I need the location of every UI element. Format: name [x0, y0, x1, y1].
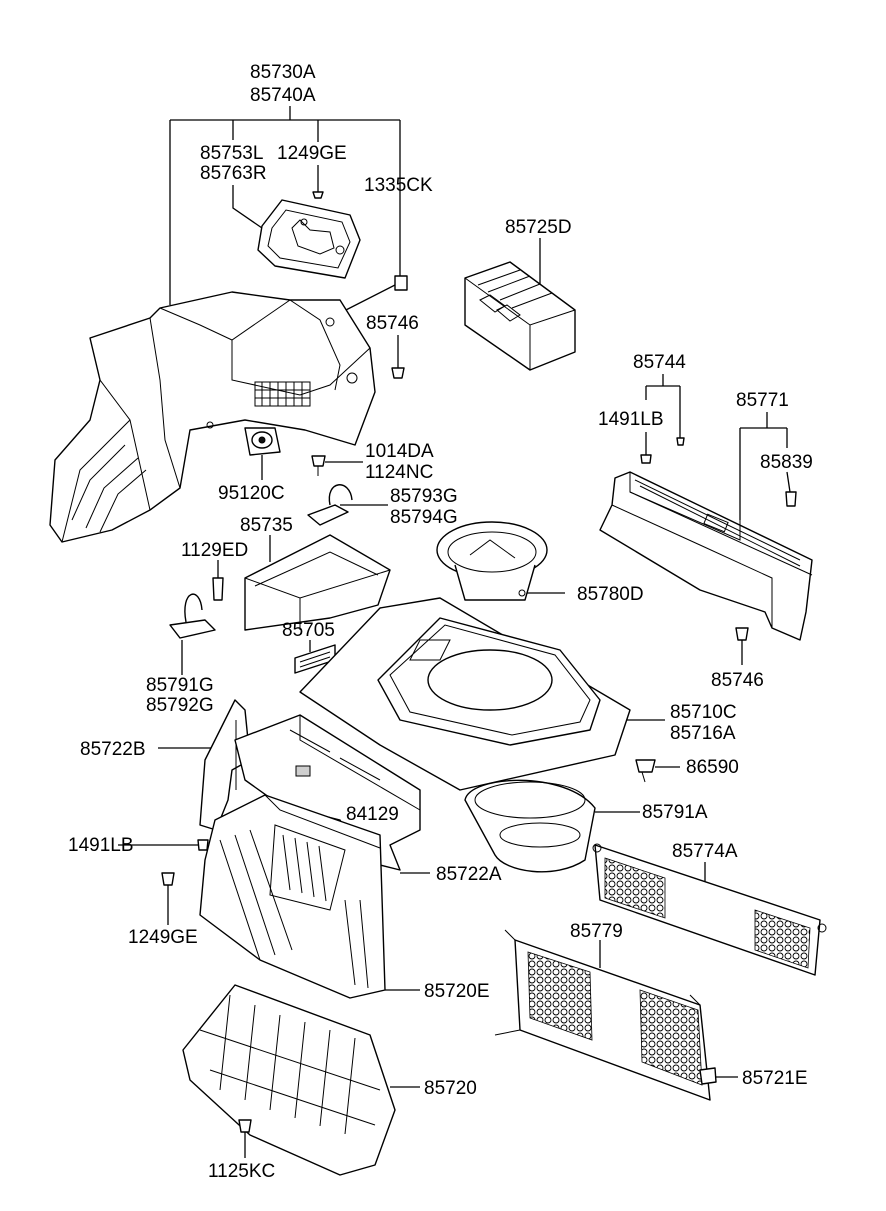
- label-85794g: 85794G: [390, 507, 458, 528]
- label-85710c: 85710C: [670, 702, 737, 723]
- label-1129ed: 1129ED: [181, 540, 248, 561]
- storage-box: [464, 261, 576, 371]
- label-85722a: 85722A: [436, 864, 502, 885]
- label-85746-lower: 85746: [711, 670, 764, 691]
- bolt-85746-lower: [735, 627, 749, 641]
- label-1125kc: 1125KC: [208, 1161, 275, 1182]
- label-85720e: 85720E: [424, 981, 490, 1002]
- tie-down-hook-85793g: [307, 484, 353, 526]
- label-85839: 85839: [760, 452, 813, 473]
- label-85779: 85779: [570, 921, 623, 942]
- power-outlet: [244, 427, 281, 456]
- label-85746-upper: 85746: [366, 313, 419, 334]
- label-95120c: 95120C: [218, 483, 285, 504]
- spare-tire-well: [436, 521, 548, 601]
- label-1124nc: 1124NC: [365, 462, 433, 483]
- label-85735: 85735: [240, 515, 293, 536]
- label-85720: 85720: [424, 1078, 477, 1099]
- label-1491lb-lower: 1491LB: [68, 835, 134, 856]
- label-86590: 86590: [686, 757, 739, 778]
- bolt-85839: [785, 491, 797, 507]
- label-85716a: 85716A: [670, 723, 736, 744]
- label-85721e: 85721E: [742, 1068, 808, 1089]
- label-85763r: 85763R: [200, 163, 267, 184]
- clip-1491lb-lower: [197, 839, 209, 851]
- cargo-cup-85791a: [464, 779, 596, 873]
- clip-1335ck: [394, 275, 408, 291]
- label-85771: 85771: [736, 390, 789, 411]
- label-85793g: 85793G: [390, 486, 458, 507]
- label-85725d: 85725D: [505, 217, 572, 238]
- label-85774a: 85774A: [672, 841, 738, 862]
- side-tray-85735: [244, 534, 391, 631]
- leader-lines: [118, 106, 791, 1158]
- label-85792g: 85792G: [146, 695, 214, 716]
- cargo-net-85779: [494, 929, 711, 1101]
- floor-mat-85720: [182, 984, 396, 1176]
- cargo-net-85774a: [592, 843, 827, 976]
- screw-1249ge-lower: [161, 872, 175, 886]
- label-1491lb-upper: 1491LB: [598, 409, 664, 430]
- label-85730a: 85730A: [250, 62, 316, 83]
- screw-1249ge-top: [312, 191, 324, 199]
- label-85753l: 85753L: [200, 143, 263, 164]
- clip-86590: [635, 759, 656, 783]
- label-85791a: 85791A: [642, 802, 708, 823]
- label-85722b: 85722B: [80, 739, 146, 760]
- label-1014da: 1014DA: [365, 441, 434, 462]
- label-1335ck: 1335CK: [364, 175, 433, 196]
- label-85791g: 85791G: [146, 675, 214, 696]
- label-85705: 85705: [282, 620, 335, 641]
- label-85780d: 85780D: [577, 584, 644, 605]
- luggage-floor-mat: [299, 597, 631, 791]
- label-1249ge-top: 1249GE: [277, 143, 347, 164]
- tie-down-hook-85791g: [169, 577, 224, 639]
- part-labels: 85730A 85740A 85753L 85763R 1249GE 1335C…: [68, 62, 813, 1182]
- label-85744: 85744: [633, 352, 686, 373]
- fasteners-85744: [640, 437, 685, 464]
- floor-tray-85720e: [199, 794, 386, 999]
- side-trim-panel: [49, 291, 376, 543]
- label-1249ge-lower: 1249GE: [128, 927, 198, 948]
- bolt-85746-upper: [391, 367, 405, 379]
- bolt-1014da: [311, 455, 326, 476]
- label-84129: 84129: [346, 804, 399, 825]
- bolt-1125kc: [238, 1119, 252, 1133]
- label-85740a: 85740A: [250, 85, 316, 106]
- trunk-access-cover: [257, 199, 361, 279]
- clip-85721e: [699, 1067, 717, 1085]
- rear-trim-85722a: [234, 714, 421, 871]
- rear-transverse-trim: [599, 471, 813, 641]
